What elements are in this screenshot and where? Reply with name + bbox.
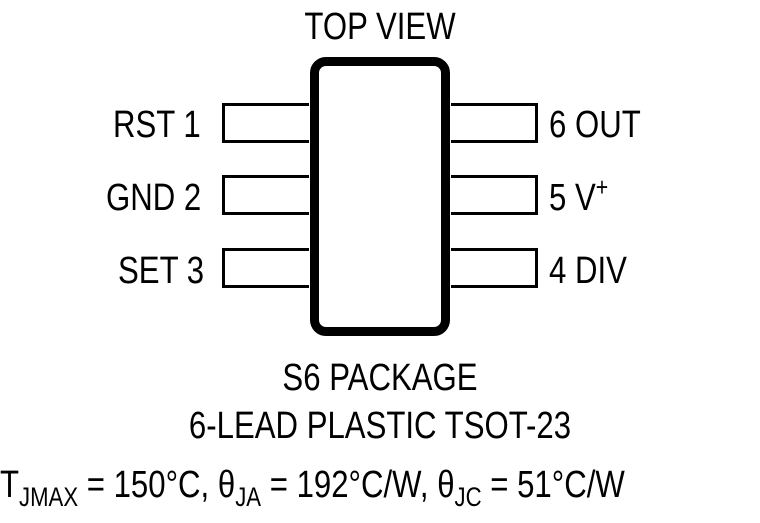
theta-ja-subscript: JA: [235, 482, 262, 512]
theta-jc-value: = 51°C/W: [481, 464, 625, 506]
pin-1-rst-lead: [222, 103, 309, 143]
theta-ja-value: = 192°C/W,: [261, 464, 438, 506]
pin-5-label-superscript: +: [595, 172, 609, 202]
pin-5-vplus-lead: [451, 175, 538, 215]
thermal-specs: TJMAX = 150°C, θJA = 192°C/W, θJC = 51°C…: [0, 464, 625, 511]
theta-ja-symbol: θ: [217, 464, 236, 506]
package-body: [310, 57, 450, 336]
pin-2-label: GND 2: [106, 177, 202, 219]
pin-4-div-lead: [451, 248, 538, 288]
pin-6-label: 6 OUT: [549, 104, 641, 146]
diagram-title: TOP VIEW: [304, 6, 456, 48]
theta-jc-symbol: θ: [437, 464, 455, 506]
package-name: S6 PACKAGE: [282, 357, 478, 399]
pin-5-label: 5 V+: [549, 174, 608, 219]
tjmax-symbol: T: [0, 464, 20, 506]
pin-4-label: 4 DIV: [549, 250, 627, 292]
pin-2-gnd-lead: [222, 175, 309, 215]
pin-3-set-lead: [222, 248, 309, 288]
tjmax-value: = 150°C,: [78, 464, 218, 506]
pin-3-label: SET 3: [118, 250, 205, 292]
package-description: 6-LEAD PLASTIC TSOT-23: [188, 405, 572, 447]
pin-5-label-main: 5 V: [549, 177, 596, 219]
pin-1-label: RST 1: [113, 104, 201, 146]
pin-6-out-lead: [451, 103, 538, 143]
tjmax-subscript: JMAX: [19, 482, 79, 512]
theta-jc-subscript: JC: [454, 482, 482, 512]
